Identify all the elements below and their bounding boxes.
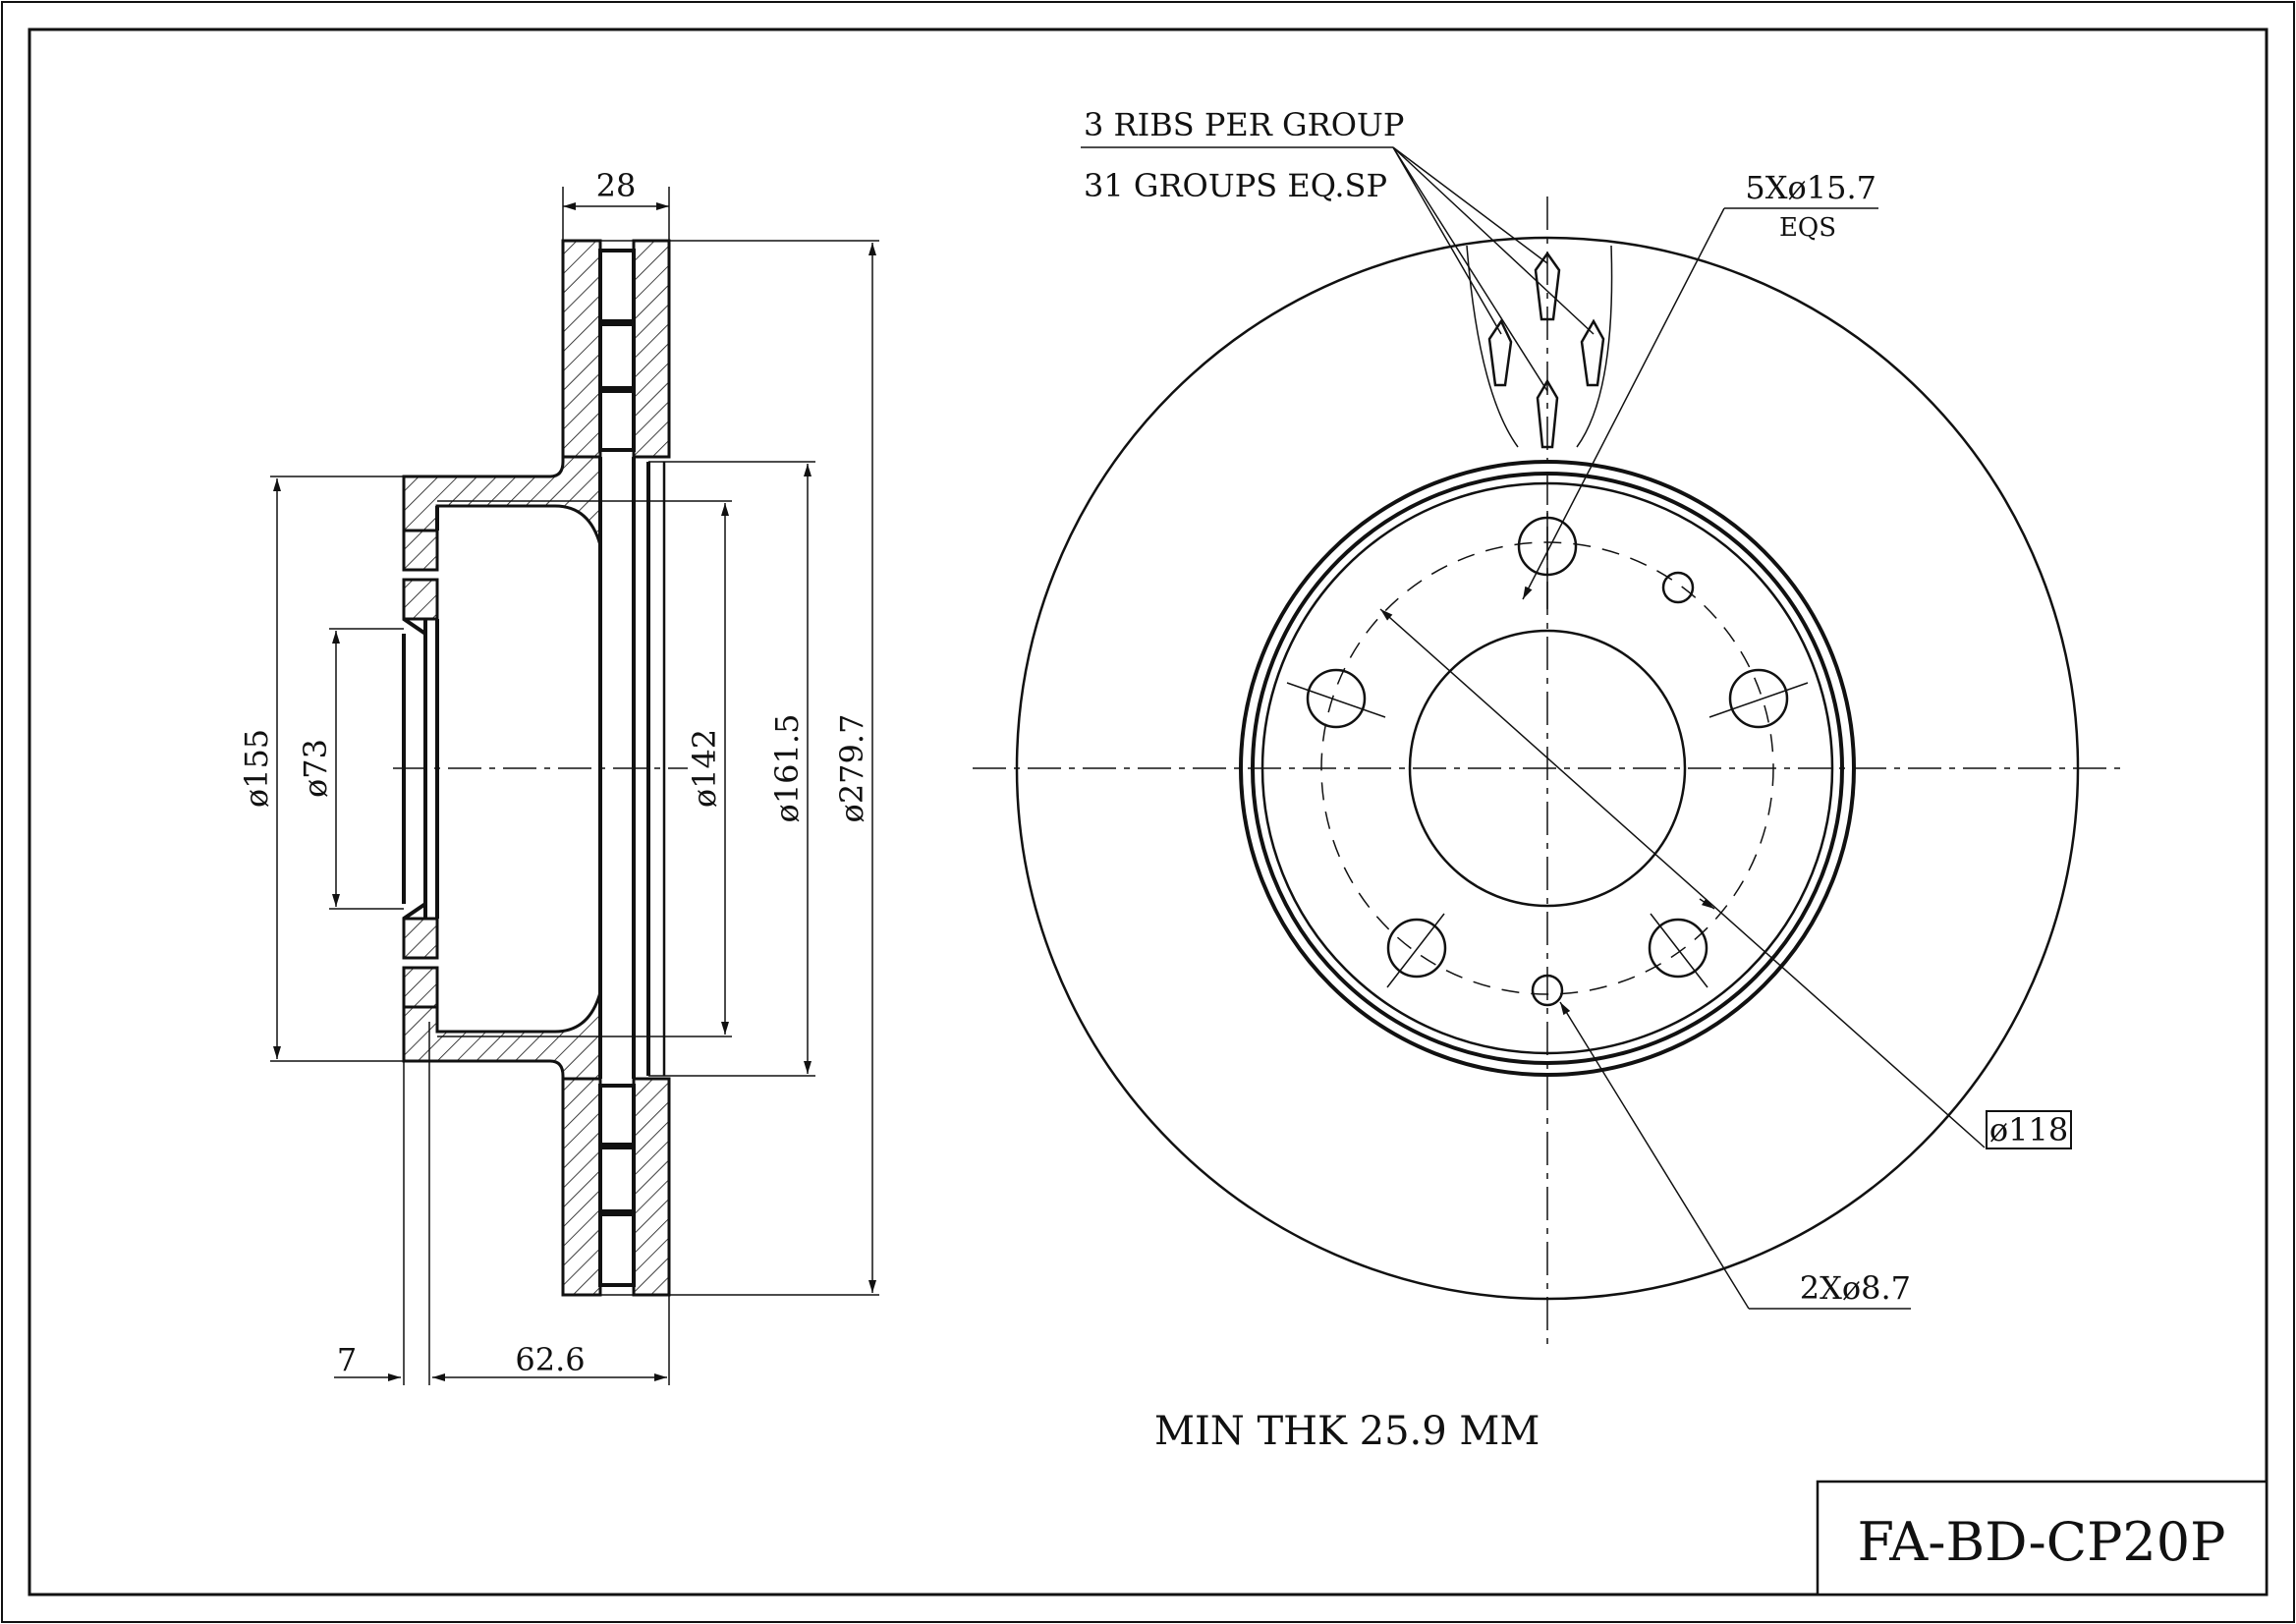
disc-outer-edge [1015, 236, 2080, 1301]
pcd-leader-tail [1699, 898, 1715, 910]
hat-inner-edge [1251, 472, 1844, 1065]
pcd-leader [1379, 608, 1986, 1148]
small-hole-leader [1559, 1001, 1750, 1310]
hub-bore-chamfer [402, 902, 427, 921]
bolt-hole [1728, 668, 1789, 729]
side-section-view: 28 ø155 ø73 ø142 ø161.5 ø279.7 7 62.6 [238, 167, 879, 1385]
rib-group-detail [1466, 245, 1613, 449]
ribs-leader [1392, 146, 1548, 392]
friction-ring-right-bottom [632, 1077, 671, 1297]
ribs-leader [1392, 146, 1595, 335]
pcd-label: ø118 [1989, 1111, 2068, 1148]
bolt-holes-sub-label: EQS [1779, 213, 1836, 243]
dim-height-label: 62.6 [515, 1341, 585, 1378]
min-thickness-note: MIN THK 25.9 MM [1154, 1409, 1540, 1454]
small-holes-label: 2Xø8.7 [1800, 1269, 1911, 1307]
pcd-label-box [1986, 1110, 2072, 1149]
bolt-hole-center-mark [1708, 682, 1809, 718]
ribs-per-group-label: 3 RIBS PER GROUP [1084, 106, 1404, 143]
front-view: 3 RIBS PER GROUP 31 GROUPS EQ.SP 5Xø15.7… [973, 106, 2122, 1346]
cooling-vane [598, 389, 636, 452]
cooling-vane [598, 1084, 636, 1147]
hub-wall-bottom [402, 966, 439, 1009]
drawing-frame [28, 28, 2268, 1596]
friction-ring-left-top [561, 239, 602, 459]
hub-wall-bottom-upper [402, 917, 439, 960]
ribs-leader [1392, 146, 1502, 335]
bolt-hole [1386, 918, 1447, 979]
cooling-vane [598, 249, 636, 323]
center-bore [1408, 629, 1687, 908]
title-block [1816, 1480, 2268, 1596]
dim-d155-label: ø155 [238, 729, 275, 808]
part-number: FA-BD-CP20P [1858, 1511, 2226, 1573]
friction-ring-left-bottom [561, 1077, 602, 1297]
bolt-hole-center-mark [1650, 913, 1708, 988]
bolt-hole-center-mark [1386, 913, 1445, 988]
hub-bore-chamfer [402, 617, 427, 636]
hat-step-edge [1260, 481, 1834, 1055]
dim-d161-5-label: ø161.5 [768, 714, 806, 823]
hat-outer-edge [1239, 460, 1856, 1077]
hub-wall-top-lower [402, 578, 439, 621]
bolt-leader [1522, 207, 1725, 600]
groups-label: 31 GROUPS EQ.SP [1084, 167, 1387, 204]
dim-d279-7-label: ø279.7 [833, 714, 870, 823]
cooling-vane [598, 1212, 636, 1287]
friction-ring-right-top [632, 239, 671, 459]
hub-wall-top [402, 529, 439, 572]
cooling-vane [598, 322, 636, 390]
bolt-holes-label: 5Xø15.7 [1745, 169, 1876, 206]
cooling-vane [598, 1146, 636, 1213]
bolt-hole-center-mark [1286, 682, 1386, 718]
bolt-hole [1648, 918, 1708, 979]
dim-d73-label: ø73 [297, 739, 334, 798]
dim-d142-label: ø142 [686, 729, 723, 808]
ribs-leader [1392, 146, 1548, 264]
small-hole [1661, 571, 1695, 604]
dim-offset-label: 7 [337, 1341, 357, 1378]
small-hole [1531, 974, 1564, 1007]
dim-width-label: 28 [596, 167, 637, 204]
bolt-hole [1306, 668, 1367, 729]
